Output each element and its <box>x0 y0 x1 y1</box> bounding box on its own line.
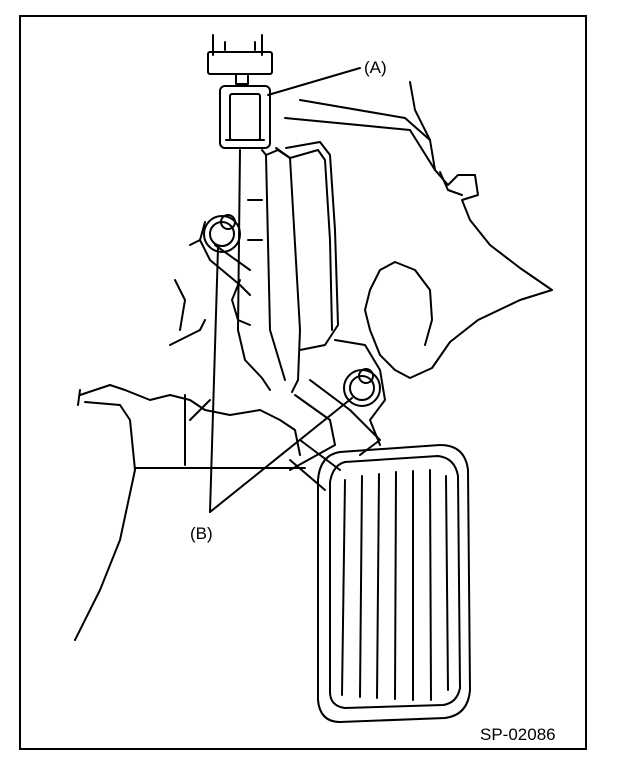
callout-a-leader <box>267 67 361 96</box>
bracket <box>199 221 251 296</box>
bolt-b-right <box>343 368 381 407</box>
body-panel-outline <box>364 81 553 379</box>
pedal-lever <box>289 379 381 471</box>
callout-label-b: (B) <box>190 524 213 543</box>
figure-frame <box>19 15 587 750</box>
pedal-pad <box>317 444 471 723</box>
bolt-b-left <box>203 214 241 253</box>
figure-id: SP-02086 <box>480 725 556 744</box>
floor-outline <box>77 384 301 456</box>
callout-label-a: (A) <box>364 58 387 77</box>
pedal-arm <box>237 147 301 393</box>
callout-b-leader-2 <box>209 397 353 513</box>
connector-a <box>207 34 273 149</box>
sensor-housing <box>231 141 339 351</box>
callout-b-leader-1 <box>209 247 219 513</box>
